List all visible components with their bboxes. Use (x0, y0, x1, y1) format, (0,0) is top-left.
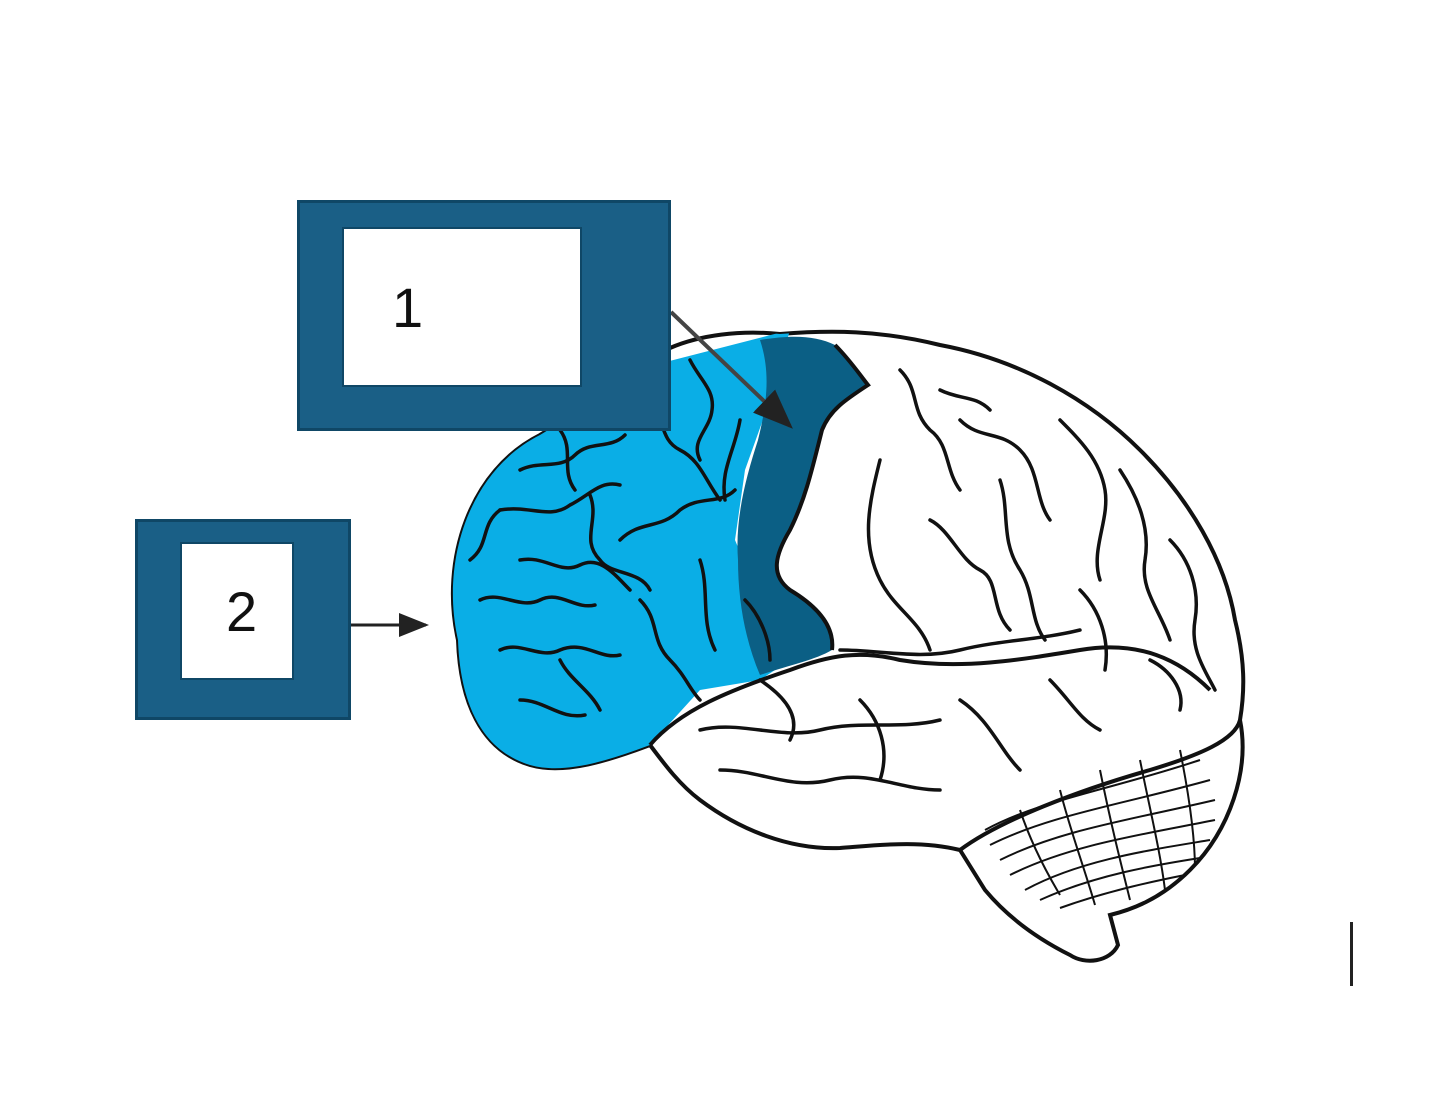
frontal-gyri (468, 358, 772, 718)
label-2-answer-field[interactable]: 2 (180, 542, 294, 680)
temporal-lobe-outline (648, 645, 1212, 747)
posterior-gyri (698, 368, 1217, 792)
cerebellum (984, 749, 1216, 909)
label-1-answer-field[interactable]: 1 (342, 227, 582, 387)
label-1-number: 1 (392, 275, 424, 339)
label-box-1: 1 (297, 200, 671, 431)
text-cursor (1350, 922, 1353, 986)
cerebellum-outline (958, 719, 1242, 852)
frontal-lobe-region (452, 331, 790, 800)
label-1-arrow (669, 310, 793, 429)
label-box-2: 2 (135, 519, 351, 720)
label-2-number: 2 (226, 579, 258, 643)
central-sulcus-line (774, 343, 871, 651)
